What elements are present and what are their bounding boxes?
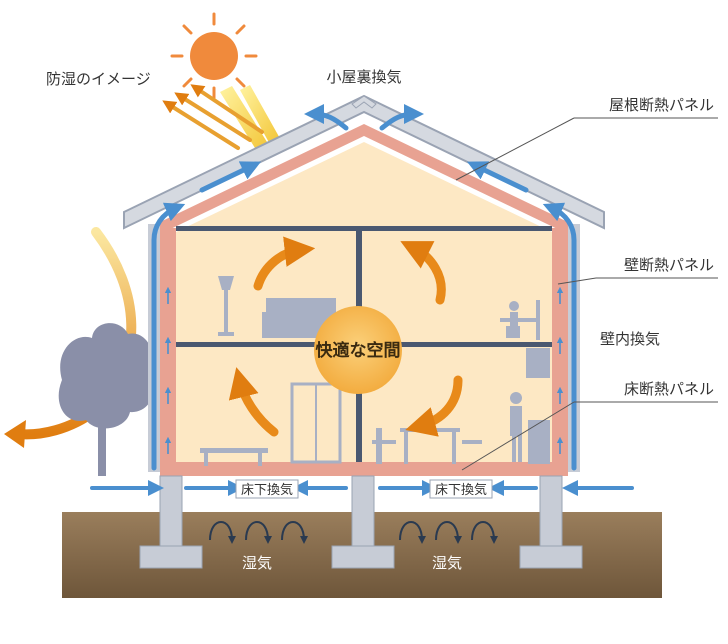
humidity-left-label: 湿気: [242, 554, 272, 572]
callout-lines: [455, 117, 718, 471]
floor-panel-label: 床断熱パネル: [624, 380, 714, 398]
foundation: [139, 475, 583, 569]
wall-ventilation-label: 壁内換気: [600, 330, 660, 348]
humidity-right-label: 湿気: [432, 554, 462, 572]
comfortable-space-label: 快適な空間: [316, 340, 401, 361]
roof-panel-label: 屋根断熱パネル: [609, 96, 714, 114]
floor-panel: [160, 462, 568, 476]
moisture-image-label: 防湿のイメージ: [46, 70, 151, 88]
attic-ventilation-label: 小屋裏換気: [326, 68, 401, 86]
sun-icon: [170, 12, 258, 100]
underfloor-vent-left-box: 床下換気: [235, 479, 299, 499]
underfloor-vent-right-label: 床下換気: [435, 482, 487, 498]
ridge-cap: [351, 95, 377, 109]
circulation-arrows: [228, 236, 463, 437]
comfortable-space-badge: 快適な空間: [314, 306, 402, 394]
underfloor-vent-left-label: 床下換気: [241, 482, 293, 498]
underfloor-vent-right-box: 床下換気: [429, 479, 493, 499]
wall-ventilation-arrows: [164, 286, 564, 454]
wall-panel-label: 壁断熱パネル: [624, 256, 714, 274]
tree-icon: [58, 323, 155, 476]
reflected-heat-arrows: [162, 84, 264, 150]
humidity-arrows: [209, 521, 498, 544]
outer-airflow: [151, 161, 577, 471]
attic-vent-arrows: [304, 104, 424, 131]
